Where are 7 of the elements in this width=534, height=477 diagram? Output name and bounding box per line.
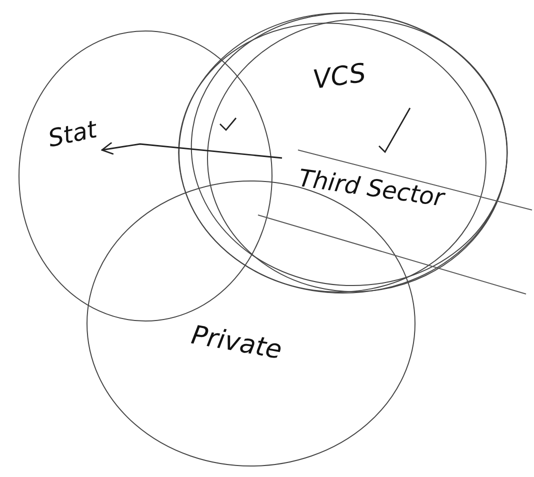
venn-circle <box>18 30 273 322</box>
circle-label: VCS <box>311 58 368 96</box>
arrow <box>101 142 282 159</box>
circle-label: Private <box>189 320 284 366</box>
circle-label: Stat <box>46 115 100 153</box>
circle-label: Third Sector <box>296 164 446 212</box>
venn-circle <box>178 12 508 294</box>
